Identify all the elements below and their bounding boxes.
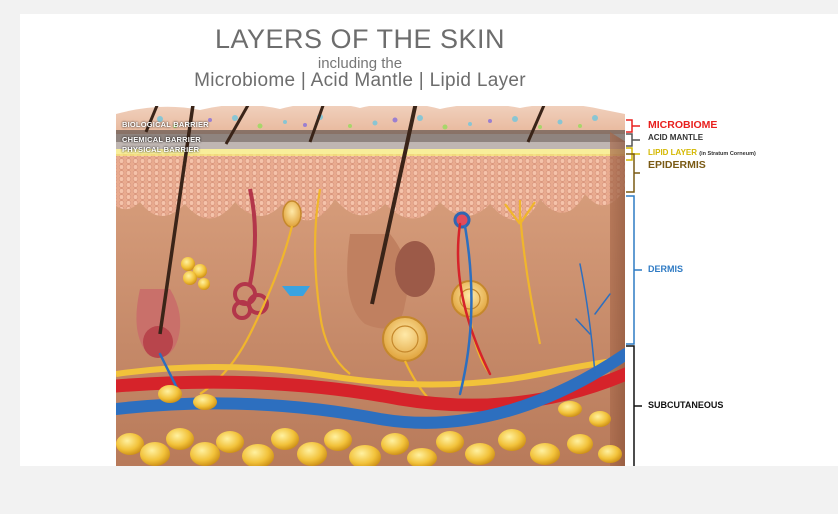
lipid-layer-note: (in Stratum Corneum)	[699, 151, 756, 157]
subcutaneous-label: SUBCUTANEOUS	[648, 400, 723, 410]
physical-barrier-label: PHYSICAL BARRIER	[122, 145, 199, 154]
epidermis-label: EPIDERMIS	[648, 159, 706, 171]
lipid-layer-label: LIPID LAYER (in Stratum Corneum)	[648, 148, 756, 157]
biological-barrier-label: BIOLOGICAL BARRIER	[122, 120, 209, 129]
dermis-label: DERMIS	[648, 264, 683, 274]
skin-cross-section-illustration	[20, 14, 838, 466]
diagram-card: LAYERS OF THE SKIN including the Microbi…	[20, 14, 838, 466]
chemical-barrier-label: CHEMICAL BARRIER	[122, 135, 201, 144]
lipid-layer-text: LIPID LAYER	[648, 148, 697, 157]
microbiome-label: MICROBIOME	[648, 119, 717, 131]
acid-mantle-label: ACID MANTLE	[648, 133, 703, 142]
